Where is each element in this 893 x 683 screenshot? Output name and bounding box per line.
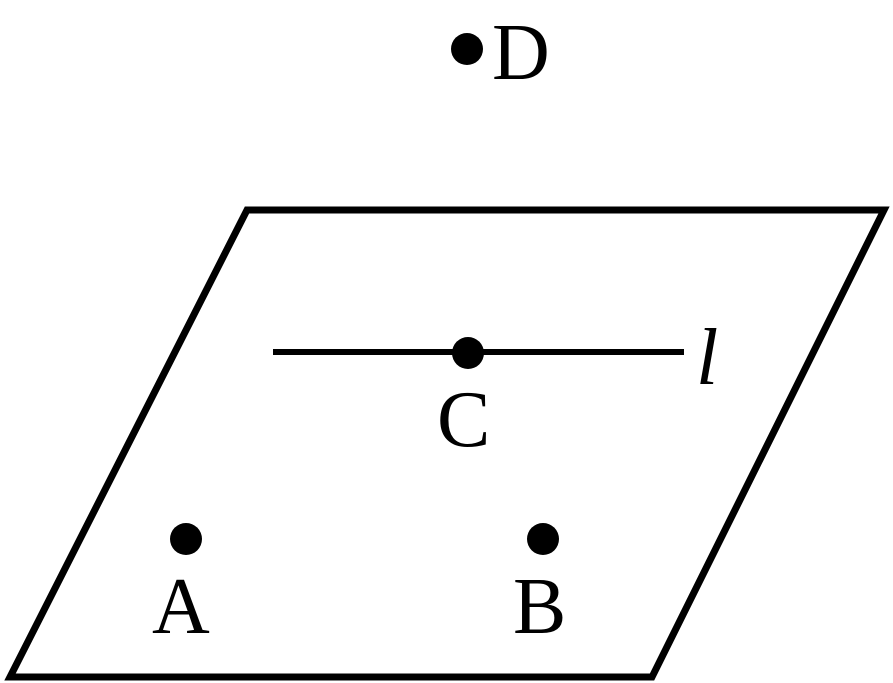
point-b-label: B (513, 563, 566, 651)
point-a-label: A (152, 563, 210, 651)
point-d-label: D (492, 9, 550, 97)
plane-parallelogram (4, 206, 890, 681)
point-d (451, 33, 483, 65)
point-c-label: C (437, 376, 490, 464)
point-b (527, 523, 559, 555)
point-c (452, 337, 484, 369)
line-l-label: l (696, 314, 718, 402)
point-a (170, 523, 202, 555)
